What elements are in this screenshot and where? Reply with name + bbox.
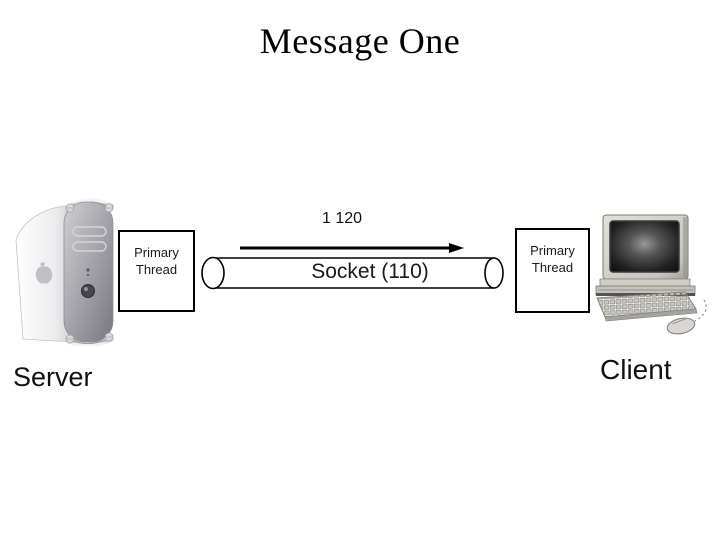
message-arrow xyxy=(238,240,466,256)
server-thread-label: Primary Thread xyxy=(134,245,179,277)
server-tower-icon xyxy=(15,198,114,346)
server-thread-box: Primary Thread xyxy=(118,230,195,312)
server-tower-image xyxy=(10,196,115,346)
socket-label: Socket (110) xyxy=(311,260,429,283)
client-computer-image xyxy=(593,214,718,338)
client-thread-box: Primary Thread xyxy=(515,228,590,313)
desktop-computer-icon xyxy=(595,214,707,335)
arrow-right-icon xyxy=(240,243,464,253)
message-label: 1 120 xyxy=(321,210,363,227)
server-label: Server xyxy=(13,362,93,392)
client-label: Client xyxy=(600,354,672,385)
cylinder-icon xyxy=(201,256,504,290)
client-thread-label: Primary Thread xyxy=(530,243,575,275)
socket-pipe xyxy=(200,255,508,291)
slide-title: Message One xyxy=(259,21,461,61)
